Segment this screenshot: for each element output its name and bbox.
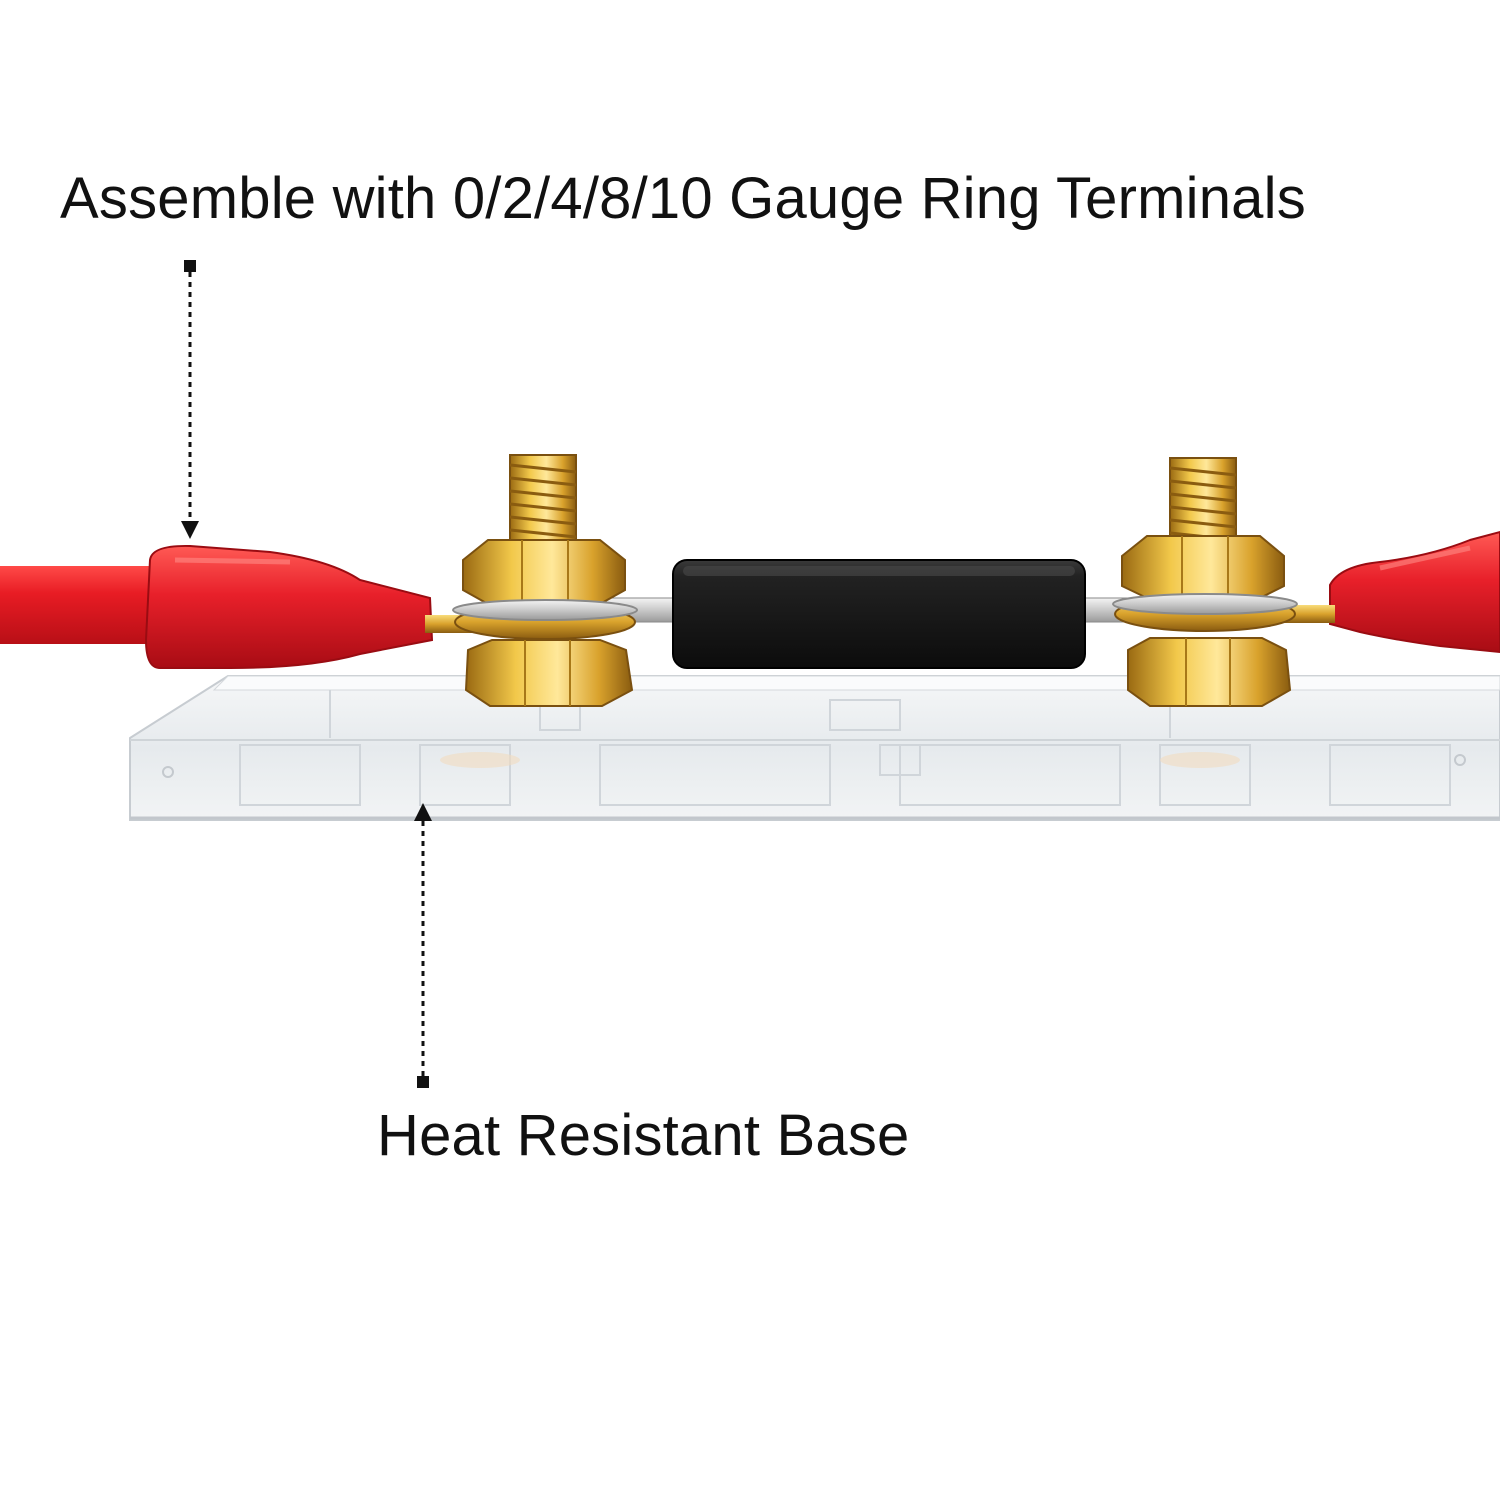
- base-callout-line: [414, 803, 432, 1088]
- fuse-body: [672, 559, 1086, 669]
- left-red-wire: [0, 544, 434, 669]
- heat-resistant-base: [129, 675, 1500, 821]
- right-red-wire: [1329, 530, 1500, 654]
- terminals-annotation: Assemble with 0/2/4/8/10 Gauge Ring Term…: [60, 166, 1306, 231]
- terminals-callout-line: [181, 260, 199, 539]
- base-annotation: Heat Resistant Base: [377, 1103, 910, 1168]
- right-terminal-stud: [1112, 457, 1298, 707]
- left-terminal-stud: [452, 454, 638, 707]
